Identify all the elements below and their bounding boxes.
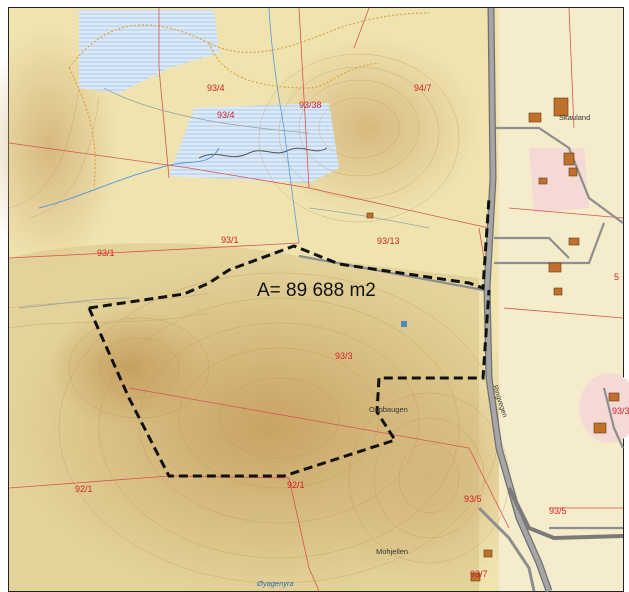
parcel-label: 93/1 [97,248,115,258]
marsh-north [79,10,219,93]
hill-southeast [319,368,539,588]
parcel-label: 93/38 [299,100,322,110]
marsh-center [169,103,339,183]
pond [401,321,407,327]
yard-east [579,373,629,443]
parcel-label: 93/3 [612,406,629,416]
stream-north [268,7,300,244]
trails [68,12,430,189]
parcel-label: 93/13 [377,236,400,246]
parcel-label: 93/4 [217,110,235,120]
parcel-label: 93/5 [464,494,482,504]
place-label-ospbaugen: Ospbaugen [369,405,408,414]
place-label-mohjellen: Mohjellen [376,547,408,556]
parcel-label: 94/7 [414,83,432,93]
parcel-label: 92/1 [287,480,305,490]
parcel-lines [8,7,624,592]
parcel-label: 93/1 [221,235,239,245]
stream-west [38,147,220,209]
stream-marsh [198,147,328,159]
parcel-label: 93/4 [207,83,225,93]
main-road-inner [484,7,552,592]
map-frame: 93/4 93/4 93/38 94/7 93/1 93/1 93/13 93/… [0,7,629,592]
parcel-label: 93/3 [335,351,353,361]
hill-west [49,308,209,428]
junction-road [507,487,624,541]
area-annotation: A= 89 688 m2 [257,280,376,301]
junction-ramp [477,506,536,592]
property-boundary [87,197,491,478]
water-label: Øyagenyra [256,579,294,588]
parcel-label: 5 [614,272,619,282]
place-label-skauland: Skauland [559,113,590,122]
tracks [18,87,430,309]
buildings [366,97,620,582]
yard-skauland [529,148,589,213]
parcel-label: 92/1 [75,484,93,494]
parcel-label: 93/5 [549,506,567,516]
parcel-labels: 93/4 93/4 93/38 94/7 93/1 93/1 93/13 93/… [75,83,629,579]
parcel-label: 93/7 [470,569,488,579]
map-canvas[interactable]: 93/4 93/4 93/38 94/7 93/1 93/1 93/13 93/… [0,7,629,592]
